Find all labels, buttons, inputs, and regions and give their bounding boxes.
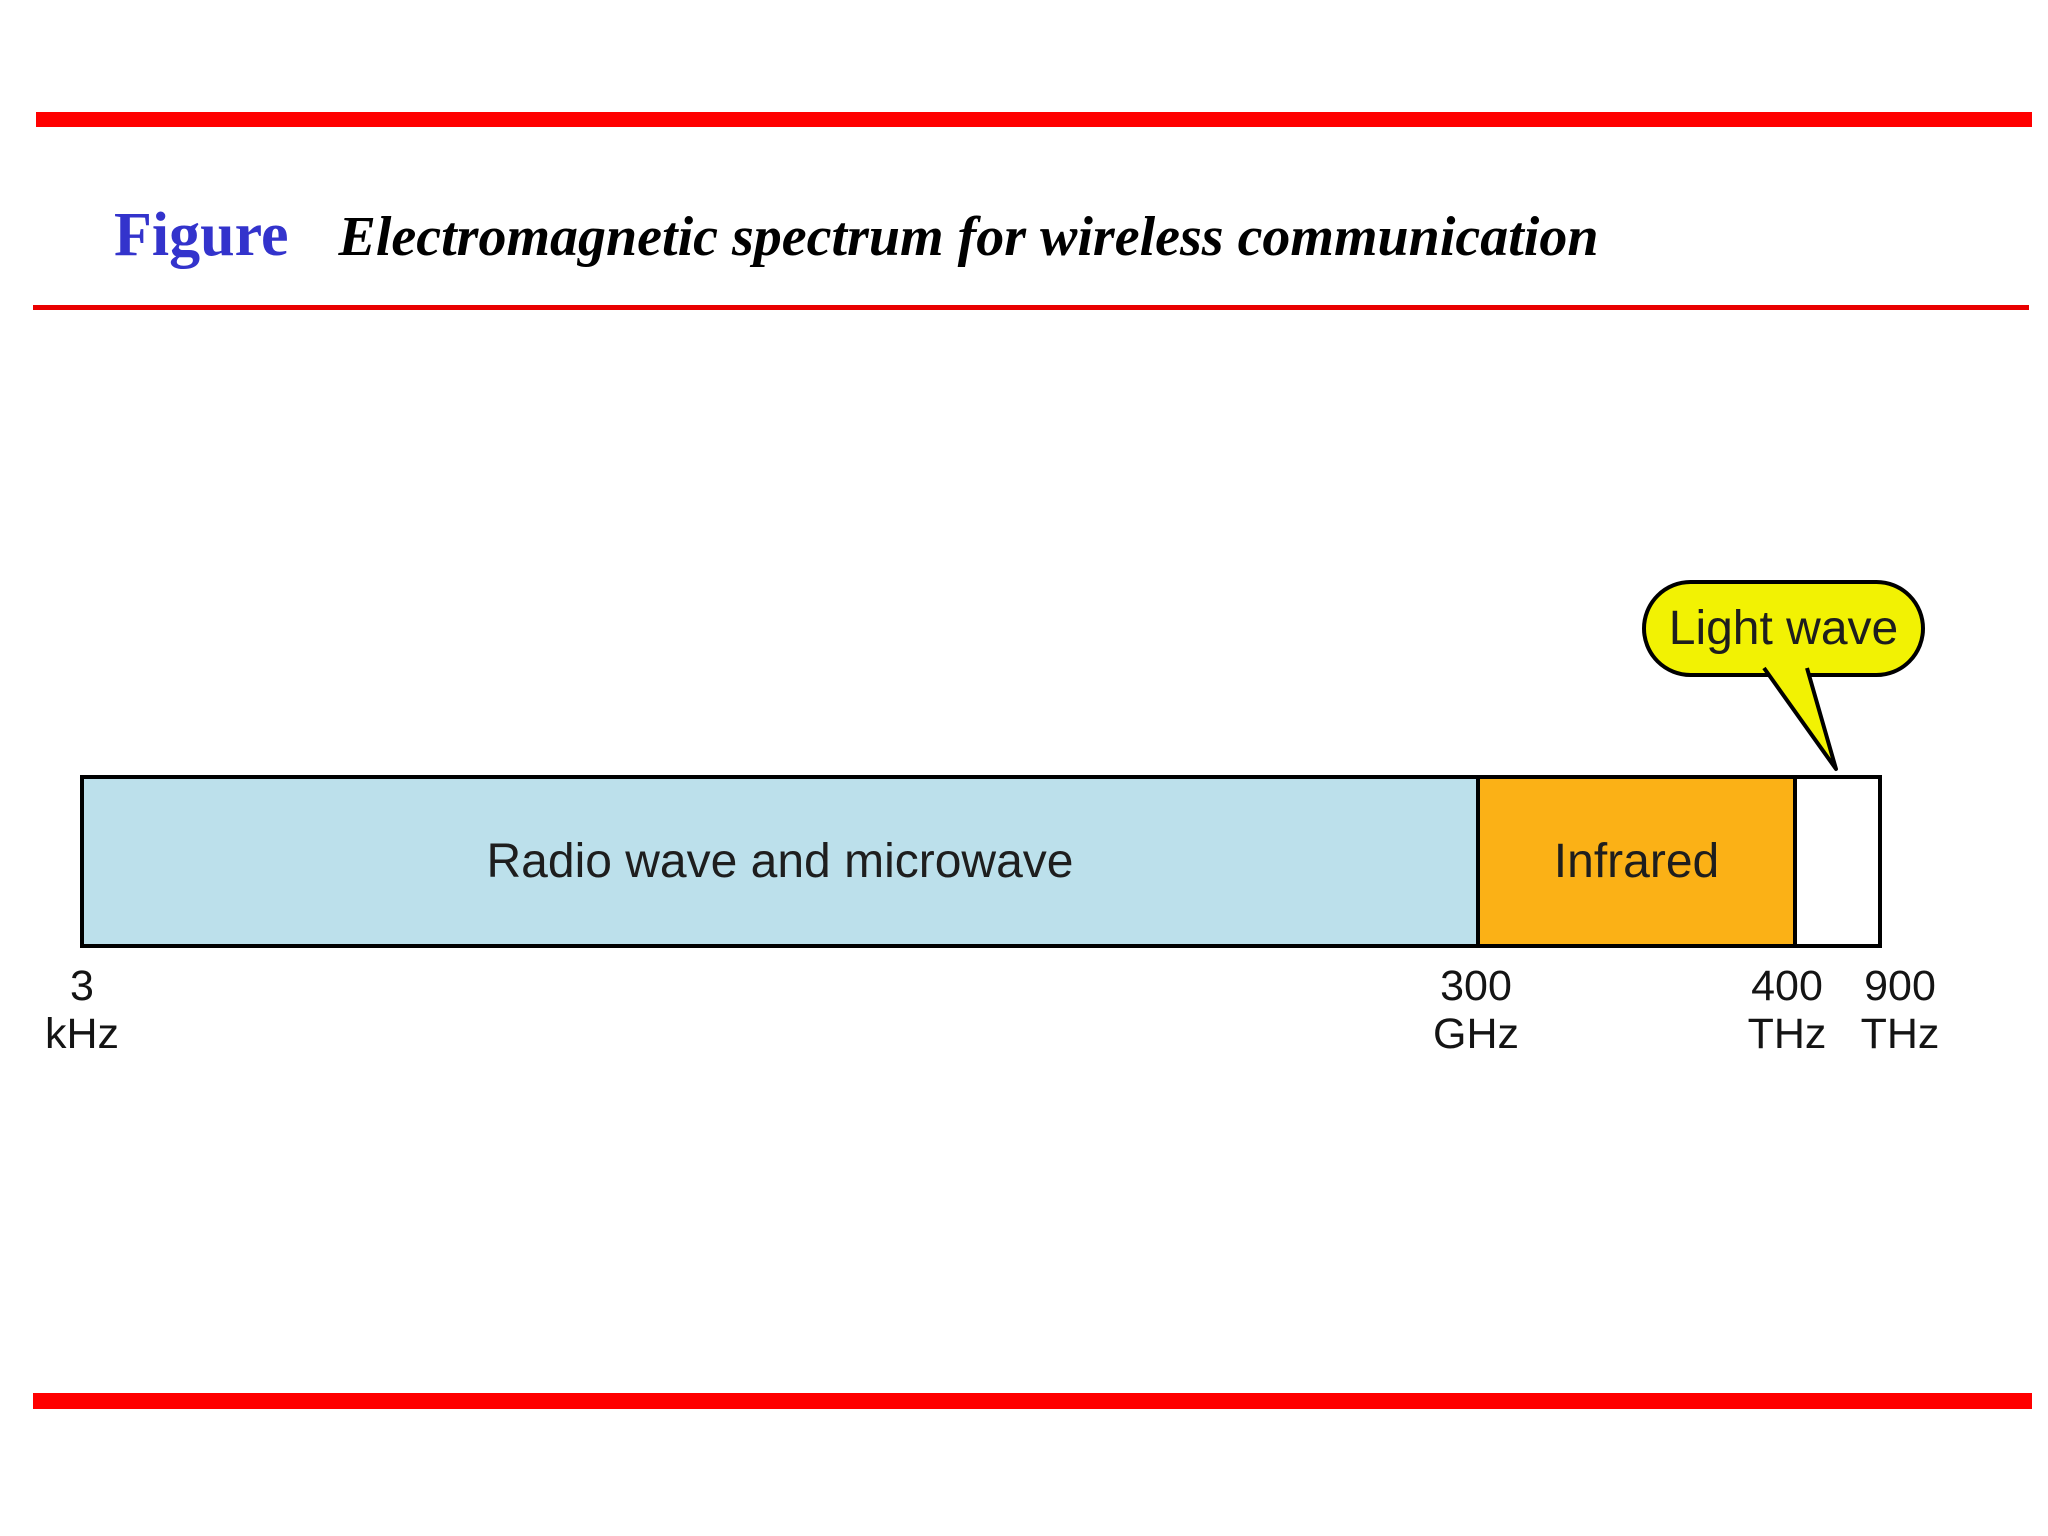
segment-radio-microwave: Radio wave and microwave	[84, 779, 1476, 944]
tick-3khz: 3 kHz	[27, 962, 137, 1058]
segment-light-wave	[1793, 779, 1878, 944]
tick-300ghz-value: 300	[1440, 962, 1512, 1010]
tick-900thz: 900 THz	[1861, 962, 1940, 1058]
figure-label: Figure	[114, 201, 289, 269]
spectrum-bar: Radio wave and microwave Infrared	[80, 775, 1882, 948]
tick-900thz-unit: THz	[1860, 1010, 1940, 1059]
segment-infrared-label: Infrared	[1553, 835, 1720, 888]
tick-900thz-value: 900	[1864, 962, 1936, 1010]
tick-400thz-value: 400	[1751, 962, 1823, 1010]
bottom-red-rule	[33, 1393, 2032, 1409]
tick-400thz: 400 THz	[1748, 962, 1827, 1058]
segment-infrared: Infrared	[1476, 779, 1793, 944]
title-underline-rule	[33, 305, 2029, 310]
figure-caption: Electromagnetic spectrum for wireless co…	[338, 206, 1599, 268]
tick-400thz-unit: THz	[1747, 1010, 1827, 1059]
tick-300ghz: 300 GHz	[1433, 962, 1519, 1058]
light-wave-callout-label: Light wave	[1668, 602, 1899, 655]
tick-300ghz-unit: GHz	[1433, 1010, 1519, 1059]
figure-title-row: Figure Electromagnetic spectrum for wire…	[114, 200, 1599, 271]
light-wave-callout: Light wave	[1642, 580, 1925, 677]
top-red-rule	[36, 112, 2032, 127]
tick-3khz-value: 3	[70, 962, 94, 1010]
segment-radio-microwave-label: Radio wave and microwave	[486, 835, 1074, 888]
tick-3khz-unit: kHz	[44, 1010, 120, 1059]
